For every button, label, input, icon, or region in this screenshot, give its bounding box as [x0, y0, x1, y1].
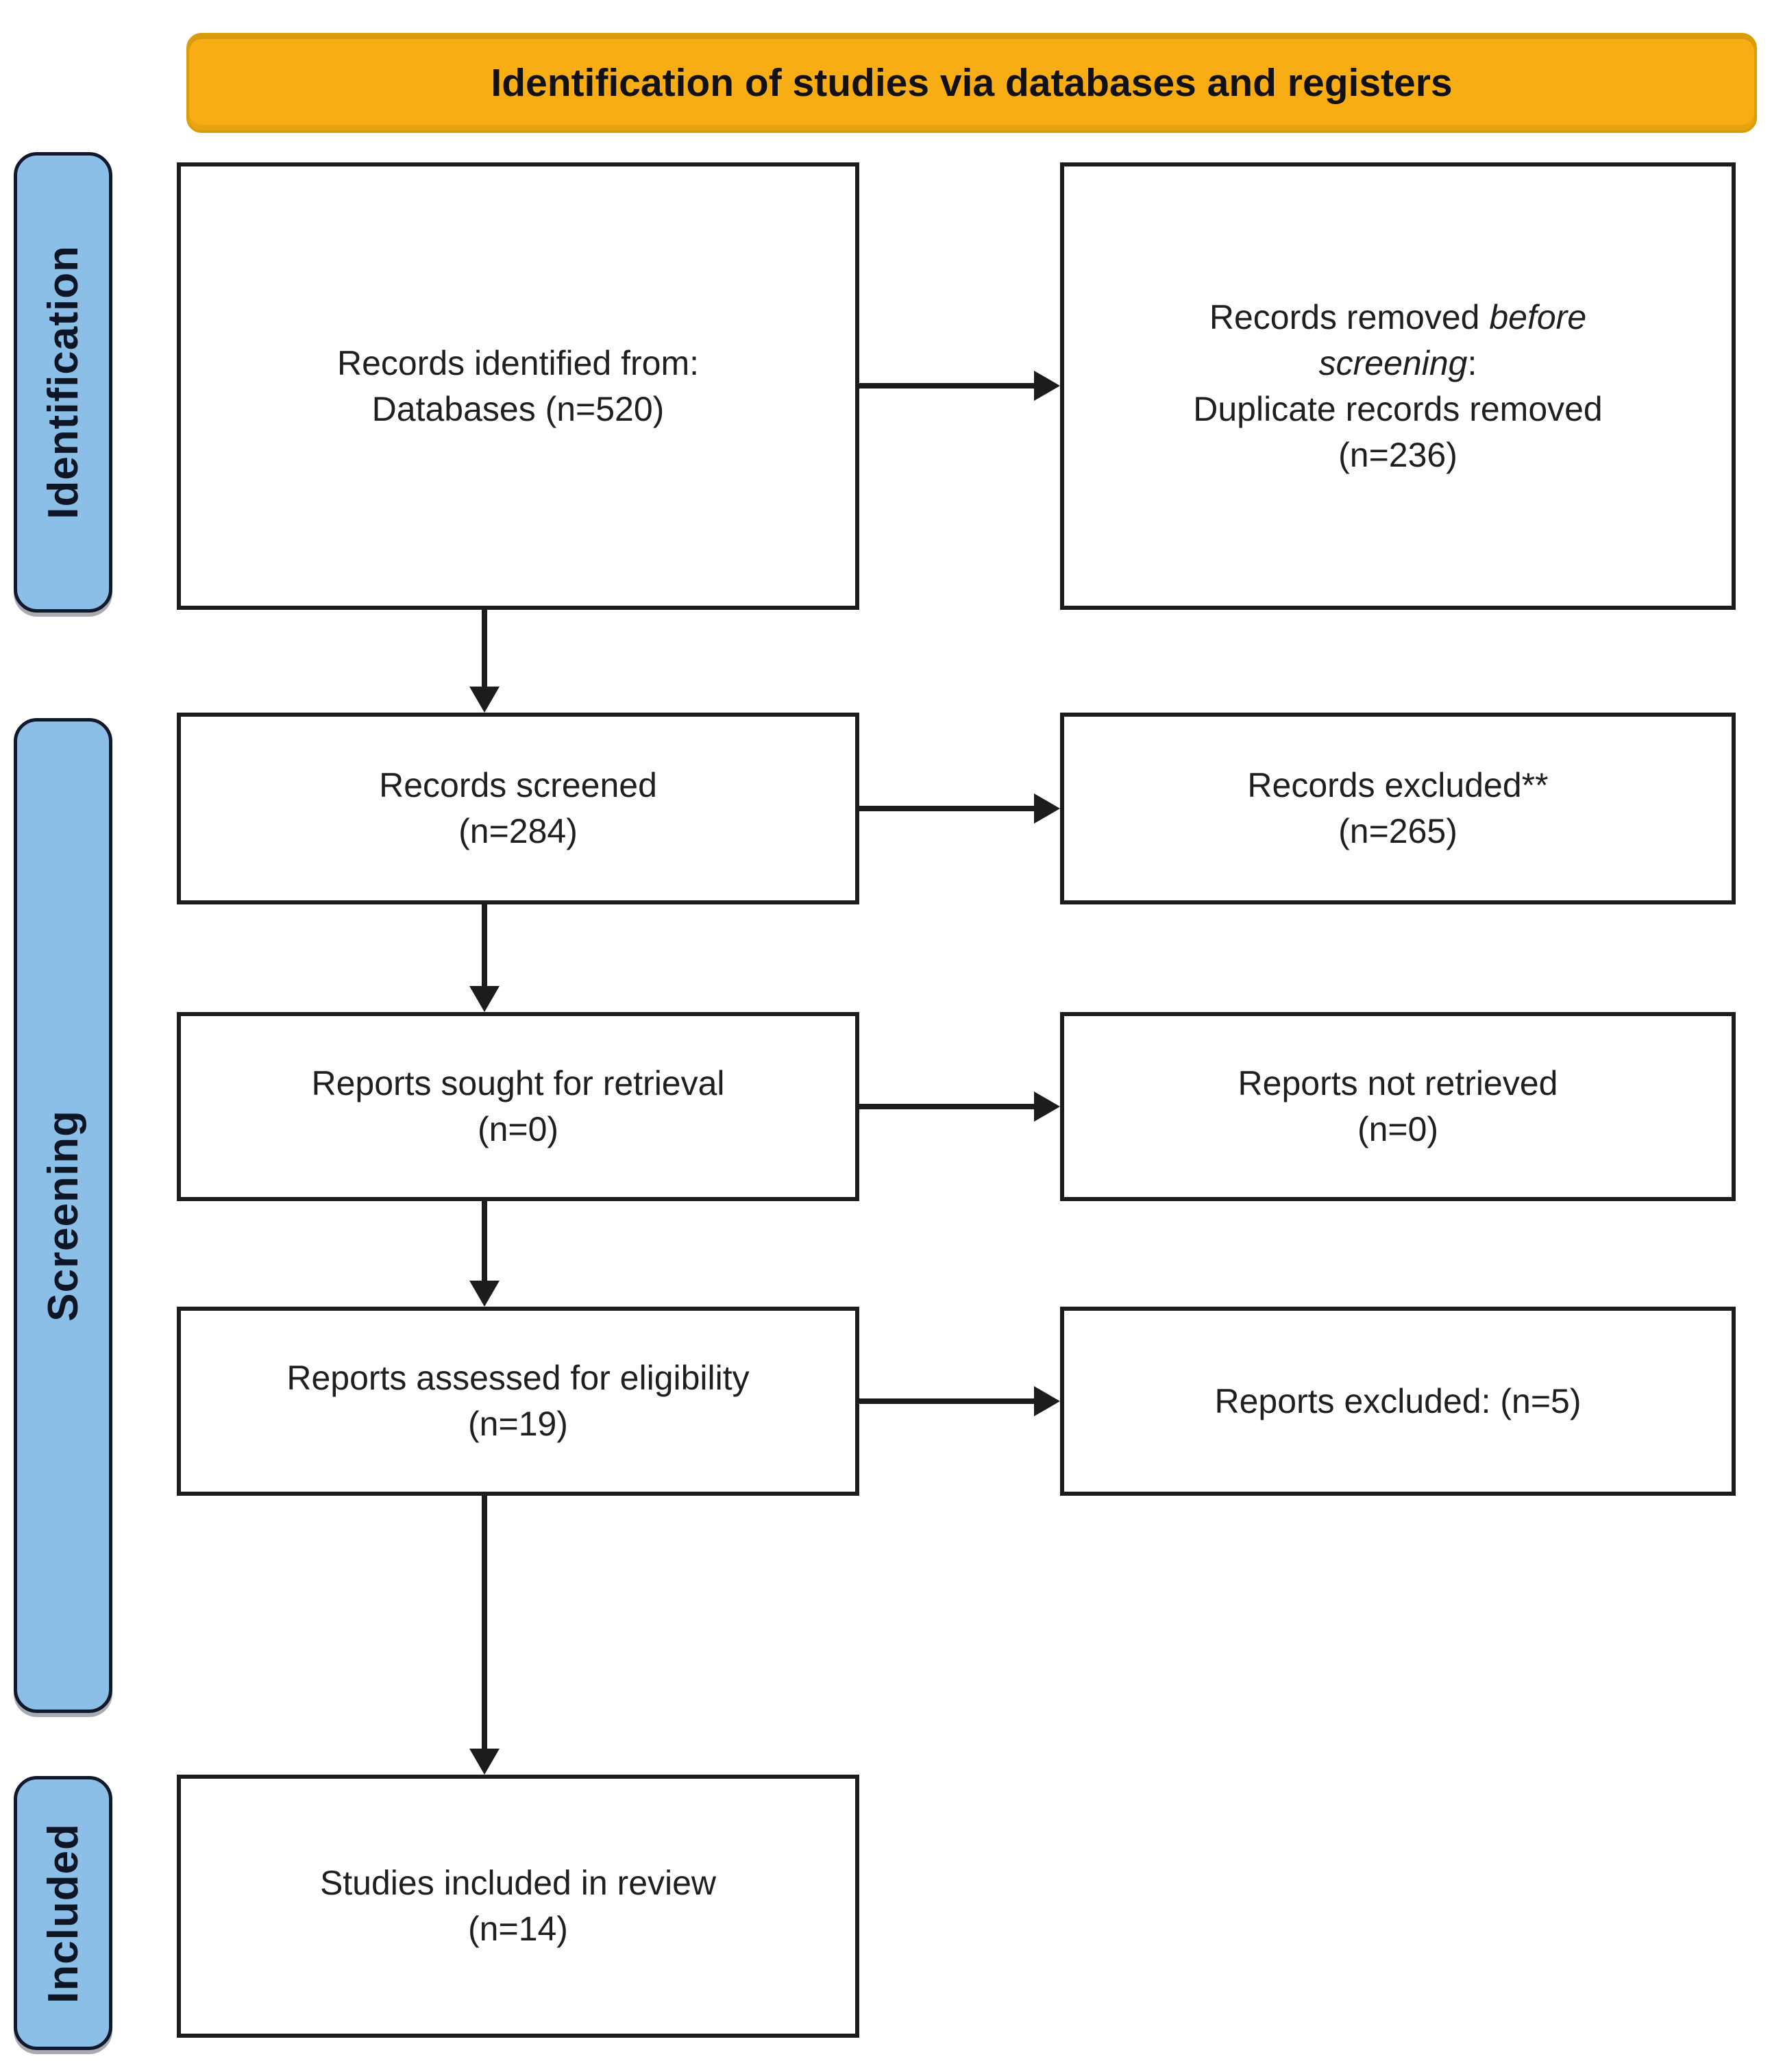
- arrow-assessed-to-included: [469, 1496, 500, 1775]
- diagram-title-banner: Identification of studies via databases …: [186, 33, 1757, 133]
- stage-label-screening: Screening: [14, 718, 112, 1713]
- arrow-head-right-icon: [1034, 793, 1060, 824]
- arrow-head-right-icon: [1034, 371, 1060, 401]
- box-reports-sought: Reports sought for retrieval(n=0): [177, 1012, 859, 1201]
- arrow-identified-to-screened: [469, 610, 500, 713]
- box-studies-included: Studies included in review(n=14): [177, 1775, 859, 2038]
- arrow-line: [859, 1398, 1037, 1404]
- arrow-sought-to-assessed: [469, 1201, 500, 1307]
- stage-label-identification: Identification: [14, 152, 112, 613]
- box-records-identified: Records identified from:Databases (n=520…: [177, 162, 859, 610]
- arrow-head-down-icon: [469, 687, 500, 713]
- stage-label-included-text: Included: [39, 1823, 87, 2003]
- arrow-head-down-icon: [469, 1749, 500, 1775]
- box-records-screened: Records screened(n=284): [177, 713, 859, 904]
- arrow-head-down-icon: [469, 986, 500, 1012]
- arrow-identified-to-removed: [859, 371, 1060, 401]
- arrow-line: [859, 806, 1037, 811]
- box-records-excluded: Records excluded**(n=265): [1060, 713, 1736, 904]
- arrow-head-right-icon: [1034, 1092, 1060, 1122]
- arrow-head-down-icon: [469, 1281, 500, 1307]
- arrow-line: [482, 1496, 487, 1750]
- stage-label-screening-text: Screening: [39, 1109, 87, 1322]
- stage-label-identification-text: Identification: [39, 245, 87, 519]
- arrow-line: [482, 1201, 487, 1282]
- arrow-line: [859, 1104, 1037, 1109]
- arrow-screened-to-excluded: [859, 793, 1060, 824]
- stage-label-included: Included: [14, 1776, 112, 2050]
- arrow-head-right-icon: [1034, 1386, 1060, 1416]
- box-reports-not-retrieved: Reports not retrieved(n=0): [1060, 1012, 1736, 1201]
- arrow-line: [859, 383, 1037, 388]
- arrow-line: [482, 904, 487, 987]
- box-reports-excluded: Reports excluded: (n=5): [1060, 1307, 1736, 1496]
- arrow-sought-to-not-retrieved: [859, 1092, 1060, 1122]
- arrow-line: [482, 610, 487, 688]
- box-reports-assessed: Reports assessed for eligibility(n=19): [177, 1307, 859, 1496]
- arrow-assessed-to-reports-excluded: [859, 1386, 1060, 1416]
- arrow-screened-to-sought: [469, 904, 500, 1012]
